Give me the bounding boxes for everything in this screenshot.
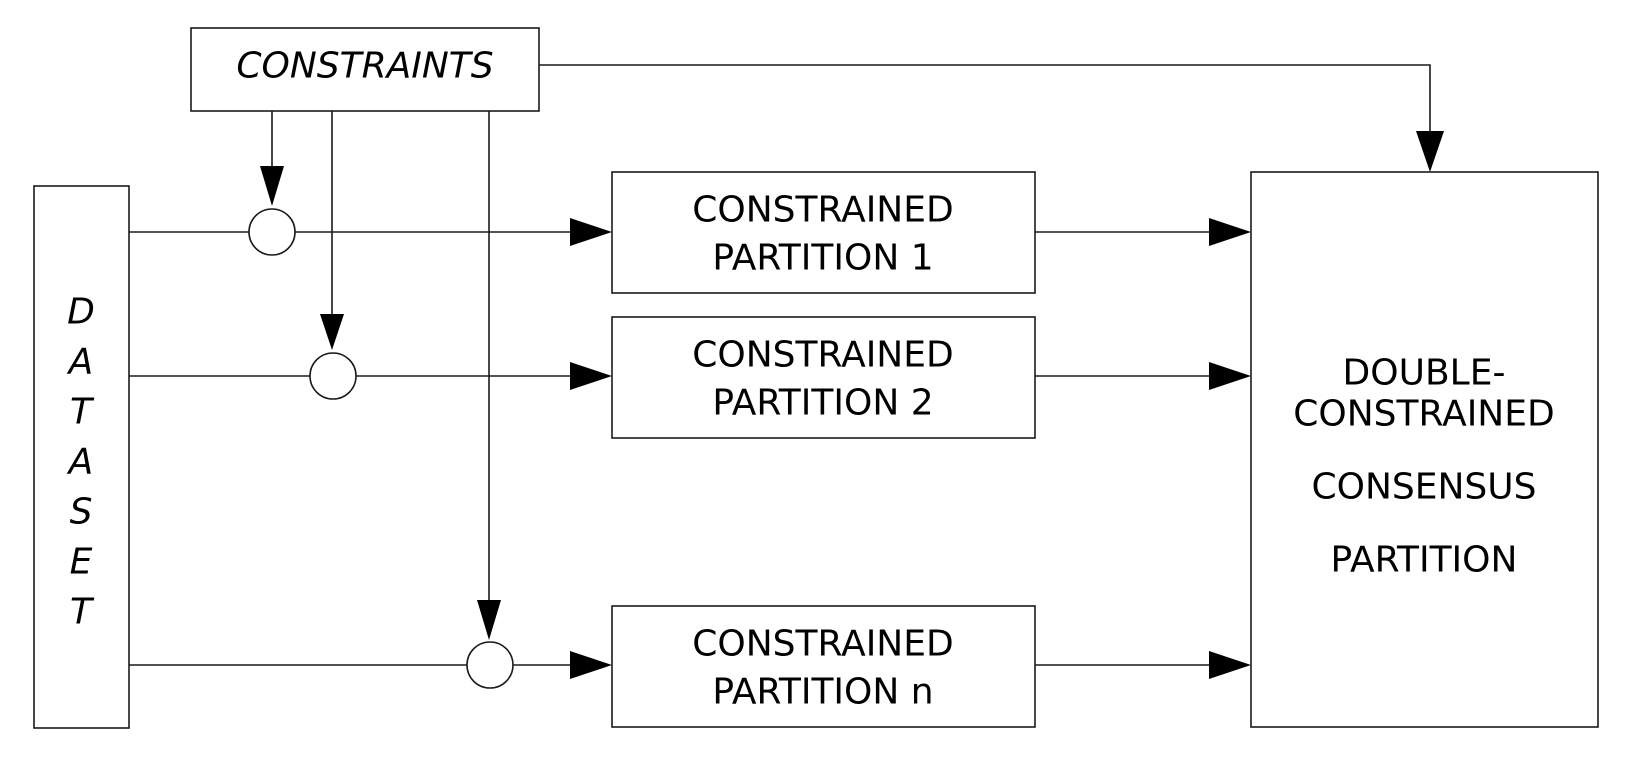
constraint-feed-2 (320, 111, 344, 350)
dataset-box: D A T A S E T (33, 185, 130, 729)
consensus-line-1: DOUBLE- (1343, 353, 1506, 394)
partition-box-1: CONSTRAINED PARTITION 1 (611, 171, 1036, 294)
constraint-feed-1 (260, 111, 284, 206)
partition-1-to-consensus (1035, 218, 1251, 246)
partition-box-2: CONSTRAINED PARTITION 2 (611, 316, 1036, 439)
dataset-letter: T (70, 392, 95, 433)
dataset-letter: A (67, 442, 94, 483)
constraint-feed-n (477, 111, 501, 640)
dataset-letter: A (67, 342, 94, 383)
consensus-line-4: PARTITION (1331, 540, 1518, 581)
dataset-to-partition-2 (129, 352, 612, 400)
dataset-to-partition-n (129, 641, 612, 689)
dataset-letter: D (67, 292, 95, 333)
constraints-box: CONSTRAINTS (190, 27, 540, 112)
dataset-letter: T (70, 592, 95, 633)
partition-1-line-2: PARTITION 1 (712, 238, 933, 279)
partition-n-to-consensus (1035, 651, 1251, 679)
partition-2-to-consensus (1035, 362, 1251, 390)
partition-box-n: CONSTRAINED PARTITION n (611, 605, 1036, 728)
junction-circle-2 (309, 352, 357, 400)
junction-circle-1 (248, 208, 296, 256)
partition-2-line-2: PARTITION 2 (712, 383, 933, 424)
constraints-to-consensus-connector (539, 64, 1444, 172)
consensus-line-2: CONSTRAINED (1293, 394, 1554, 435)
dataset-letter: S (70, 492, 93, 533)
partition-n-line-2: PARTITION n (712, 672, 933, 713)
consensus-line-3: CONSENSUS (1312, 467, 1537, 508)
constraints-label: CONSTRAINTS (236, 46, 493, 87)
consensus-box: DOUBLE- CONSTRAINED CONSENSUS PARTITION (1250, 171, 1599, 728)
dataset-to-partition-1 (129, 208, 612, 256)
junction-circle-n (466, 641, 514, 689)
dataset-letter: E (70, 542, 93, 583)
partition-2-line-1: CONSTRAINED (692, 335, 953, 376)
partition-n-line-1: CONSTRAINED (692, 624, 953, 665)
partition-1-line-1: CONSTRAINED (692, 190, 953, 231)
